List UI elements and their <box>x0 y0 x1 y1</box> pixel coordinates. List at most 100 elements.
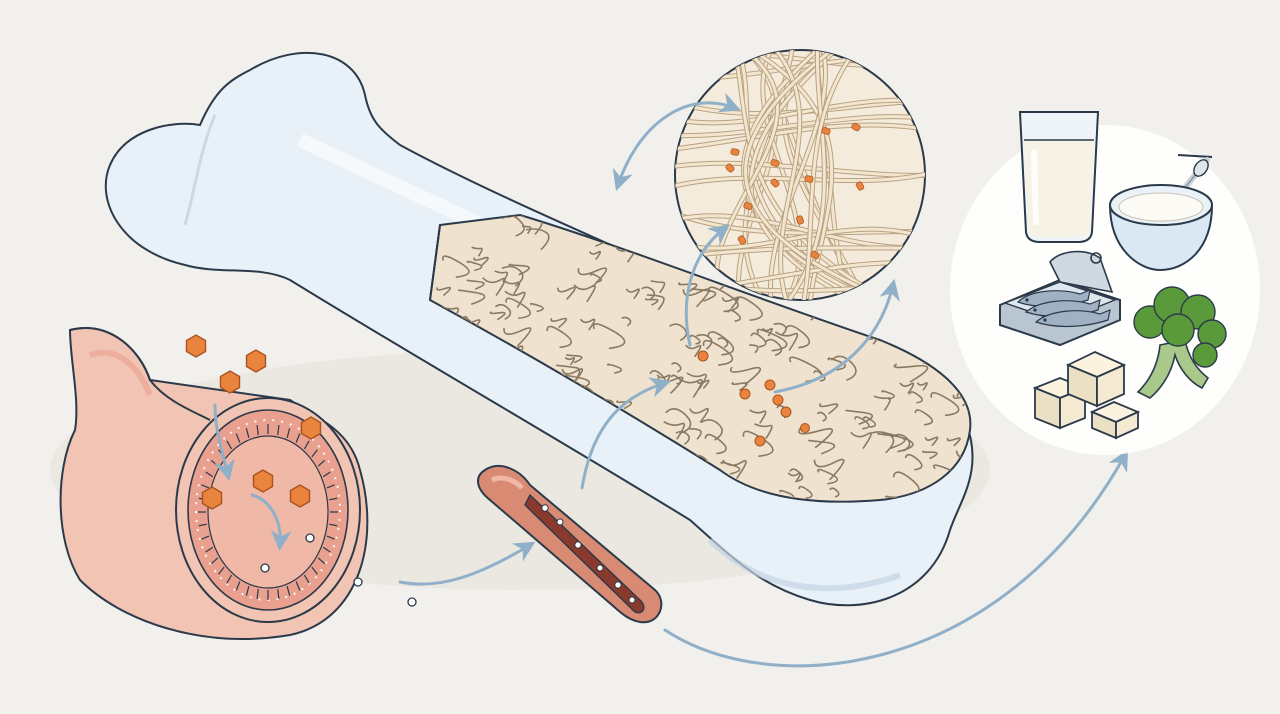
trabecula <box>829 487 840 498</box>
trabecula <box>700 419 723 441</box>
collagen-fiber-highlight <box>800 50 865 300</box>
trabecula <box>494 270 509 283</box>
calcium-particles <box>185 334 322 510</box>
trabecula <box>689 407 709 423</box>
trabecula <box>577 267 608 288</box>
trabecula <box>761 327 773 337</box>
calcium-hexagon <box>289 484 311 508</box>
trabecula <box>503 327 532 347</box>
intestinal-villus <box>201 535 210 540</box>
intestinal-villus <box>317 459 326 467</box>
trabecula <box>870 431 895 454</box>
intestinal-villus <box>295 433 301 443</box>
trabecula <box>473 256 489 267</box>
trabecula <box>573 284 596 303</box>
trabecula <box>798 427 834 449</box>
trabecula <box>921 450 938 460</box>
calcium-hexagon <box>185 334 207 358</box>
trabecula <box>625 288 640 300</box>
intestinal-villus <box>210 557 219 565</box>
mineral-crystal <box>796 215 804 225</box>
trabecula <box>675 430 690 445</box>
trabecula <box>550 317 568 329</box>
intestinal-villus <box>286 428 291 438</box>
trabecula <box>663 421 686 440</box>
trabecula <box>466 260 483 272</box>
mineral-crystal <box>770 159 780 167</box>
trabecula <box>707 331 735 356</box>
trabecula <box>881 390 896 400</box>
trabecula <box>689 428 702 440</box>
trabecula <box>787 472 802 483</box>
mineral-crystal <box>810 250 820 260</box>
intestinal-villus <box>277 588 280 599</box>
absorbed-calcium-dots <box>260 533 417 607</box>
trabecula <box>819 403 839 415</box>
trabecula <box>494 303 512 320</box>
trabecula <box>899 382 915 395</box>
intestinal-villus <box>235 581 241 591</box>
blood-vessel <box>477 465 663 624</box>
trabecula <box>946 215 966 228</box>
trabecula <box>665 408 692 434</box>
calcium-hexagon <box>201 486 223 510</box>
trabecula <box>754 423 773 440</box>
collagen-fiber-highlight <box>660 31 940 46</box>
intestinal-villus <box>226 440 233 450</box>
trabecula <box>606 363 623 374</box>
intestinal-villus <box>329 497 338 501</box>
trabecula <box>816 411 827 422</box>
trabecula <box>525 228 550 251</box>
trabecula <box>670 362 682 373</box>
trabecula <box>436 286 452 297</box>
intestinal-villus <box>205 546 214 553</box>
trabecula <box>588 250 602 261</box>
trabecula <box>644 297 659 306</box>
trabecula <box>619 217 634 232</box>
trabecula <box>702 339 734 366</box>
calcium-hexagon <box>252 469 274 493</box>
trabecula <box>904 453 923 471</box>
intestinal-villus <box>226 574 233 584</box>
trabecula <box>579 318 596 331</box>
trabecula <box>663 233 675 244</box>
trabecula <box>909 252 922 262</box>
intestinal-villus <box>256 588 259 599</box>
intestinal-villus <box>201 484 210 489</box>
trabecula <box>823 308 838 317</box>
trabecula <box>636 240 658 257</box>
calcium-foods <box>950 111 1260 455</box>
intestinal-villus <box>235 433 241 443</box>
trabecula <box>764 338 783 357</box>
trabecula <box>951 366 966 375</box>
mineral-crystal <box>855 181 865 191</box>
trabecula <box>854 416 870 430</box>
mineral-crystal <box>743 201 753 211</box>
trabecula <box>914 409 934 426</box>
trabecula <box>909 391 923 404</box>
trabecula <box>956 392 971 412</box>
trabecula <box>913 315 930 328</box>
intestinal-villus <box>322 546 331 553</box>
intestine-segment <box>59 327 369 640</box>
trabecula <box>442 255 470 278</box>
mineral-crystal <box>851 122 861 132</box>
trabecula <box>924 436 939 447</box>
trabecula <box>589 273 603 283</box>
mineral-crystal <box>730 148 740 156</box>
trabecula <box>592 323 626 350</box>
glass-of-milk-icon <box>1018 111 1100 243</box>
trabecula <box>880 266 903 280</box>
trabecula <box>845 409 874 426</box>
trabecula <box>650 280 666 294</box>
trabecula <box>720 461 741 475</box>
trabecula <box>501 265 524 287</box>
collagen-fiber-highlight <box>780 50 826 300</box>
intestinal-villus <box>329 523 338 527</box>
trabecula <box>817 468 839 485</box>
trabecula <box>808 439 836 455</box>
trabecula <box>561 368 584 385</box>
trabecula <box>457 289 486 306</box>
trabecula <box>503 280 521 295</box>
trabecula <box>773 322 787 336</box>
